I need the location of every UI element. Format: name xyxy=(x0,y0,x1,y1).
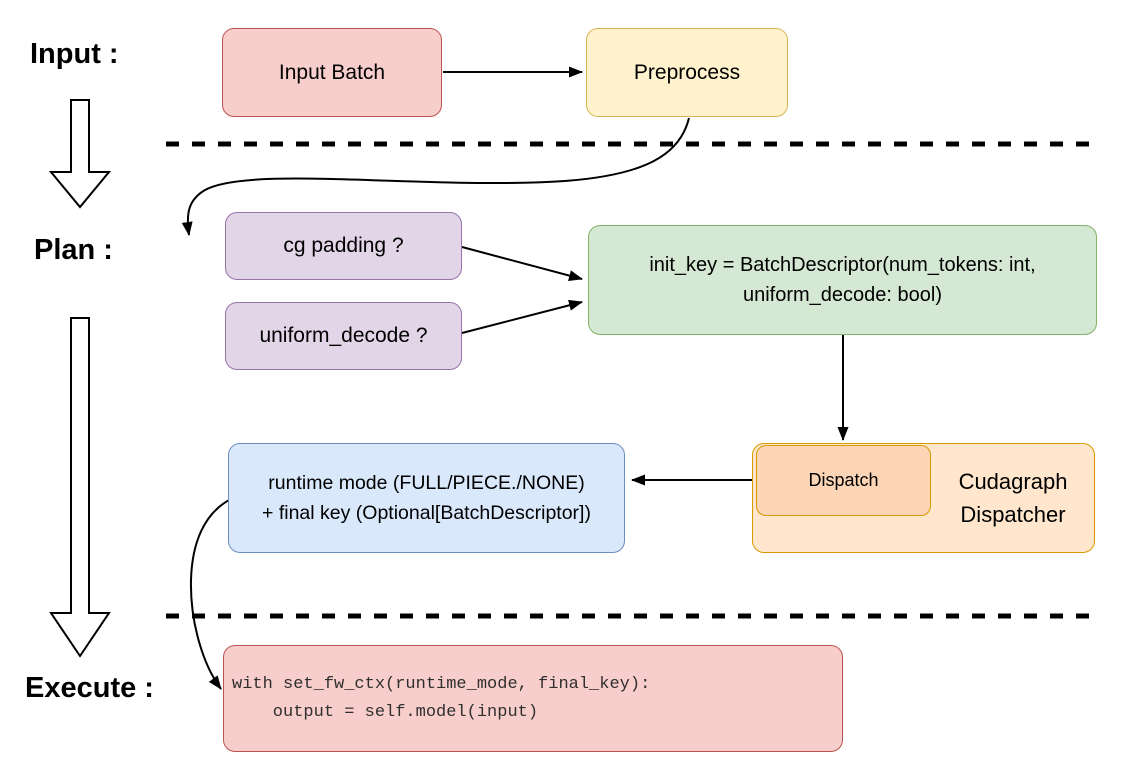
cudagraph-label-line1: Cudagraph xyxy=(958,469,1068,494)
stage-label-plan: Plan : xyxy=(34,234,113,266)
stage-label-execute: Execute : xyxy=(25,672,154,704)
node-preprocess: Preprocess xyxy=(586,28,788,117)
node-dispatch-label: Dispatch xyxy=(808,470,879,490)
node-preprocess-label: Preprocess xyxy=(633,60,741,84)
node-input-batch: Input Batch xyxy=(222,28,442,117)
node-execute-code: with set_fw_ctx(runtime_mode, final_key)… xyxy=(223,645,843,752)
arrow-runtimemode-to-code xyxy=(189,498,232,690)
cudagraph-label-line2: Dispatcher xyxy=(960,502,1066,527)
arrow-preprocess-to-cgpadding xyxy=(181,117,690,236)
down-arrow-input-to-plan-icon xyxy=(48,99,112,209)
stage-label-input: Input : xyxy=(30,38,119,70)
node-cudagraph-dispatcher-label: Cudagraph Dispatcher xyxy=(931,443,1095,553)
arrow-uniformdecode-to-initkey xyxy=(461,299,583,334)
execute-code-line2: output = self.model(input) xyxy=(232,702,539,722)
node-cg-padding: cg padding ? xyxy=(225,212,462,280)
node-runtime-mode-line2: + final key (Optional[BatchDescriptor]) xyxy=(262,502,591,524)
node-input-batch-label: Input Batch xyxy=(278,60,386,84)
node-init-key: init_key = BatchDescriptor(num_tokens: i… xyxy=(588,225,1097,335)
node-cg-padding-label: cg padding ? xyxy=(283,234,404,257)
node-dispatch: Dispatch xyxy=(756,445,931,516)
node-init-key-line1: init_key = BatchDescriptor(num_tokens: i… xyxy=(649,254,1036,276)
node-uniform-decode-label: uniform_decode ? xyxy=(259,324,428,347)
node-runtime-mode: runtime mode (FULL/PIECE./NONE) + final … xyxy=(228,443,625,553)
down-arrow-plan-to-execute-icon xyxy=(49,317,111,658)
node-uniform-decode: uniform_decode ? xyxy=(225,302,462,370)
node-runtime-mode-line1: runtime mode (FULL/PIECE./NONE) xyxy=(268,472,585,494)
arrow-cgpadding-to-initkey xyxy=(461,246,583,281)
node-init-key-line2: uniform_decode: bool) xyxy=(742,284,942,306)
execute-code-line1: with set_fw_ctx(runtime_mode, final_key)… xyxy=(232,674,651,694)
